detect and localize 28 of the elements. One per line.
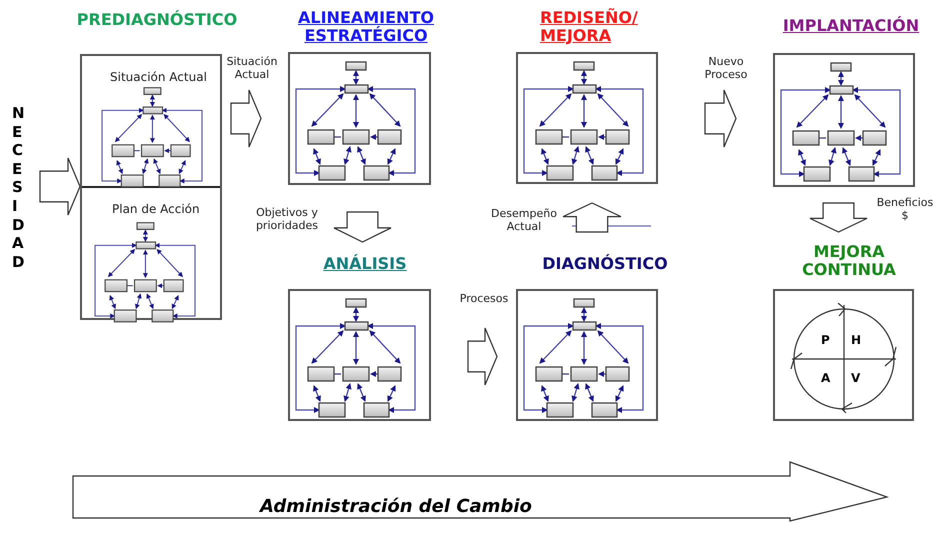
stage-title: REDISEÑO/ MEJORA: [540, 9, 639, 45]
block-arrow: [704, 89, 737, 148]
sub-panel-title: Situación Actual: [110, 69, 207, 86]
edge-label: Situación Actual: [226, 55, 278, 81]
stage-title: DIAGNÓSTICO: [541, 255, 669, 273]
sub-panel-title: Plan de Acción: [112, 201, 200, 218]
block-arrow: [230, 89, 262, 148]
vertical-title: NECESIDAD: [12, 104, 27, 272]
stage-title: PREDIAGNÓSTICO: [76, 11, 238, 29]
block-arrow: [467, 327, 498, 386]
stage-title: ALINEAMIENTO ESTRATÉGICO: [297, 9, 435, 45]
stage-title: MEJORA CONTINUA: [801, 243, 897, 279]
banner-label: Administración del Cambio: [260, 496, 532, 518]
block-arrow: [809, 202, 868, 233]
edge-label: Beneficios $: [876, 196, 934, 222]
block-arrow: [39, 157, 81, 216]
stage-title: IMPLANTACIÓN: [782, 17, 920, 35]
edge-label: Nuevo Proceso: [704, 55, 748, 81]
cycle-letter: H: [851, 332, 862, 349]
edge-label: Objetivos y prioridades: [254, 206, 320, 232]
cycle-letter: A: [821, 370, 830, 387]
cycle-letter: P: [821, 332, 830, 349]
cycle-letter: V: [851, 370, 860, 387]
edge-label: Desempeño Actual: [490, 207, 558, 233]
block-arrow: [333, 211, 392, 243]
edge-label: Procesos: [458, 292, 510, 305]
block-arrow: [562, 202, 622, 233]
stage-title: ANÁLISIS: [322, 255, 408, 273]
